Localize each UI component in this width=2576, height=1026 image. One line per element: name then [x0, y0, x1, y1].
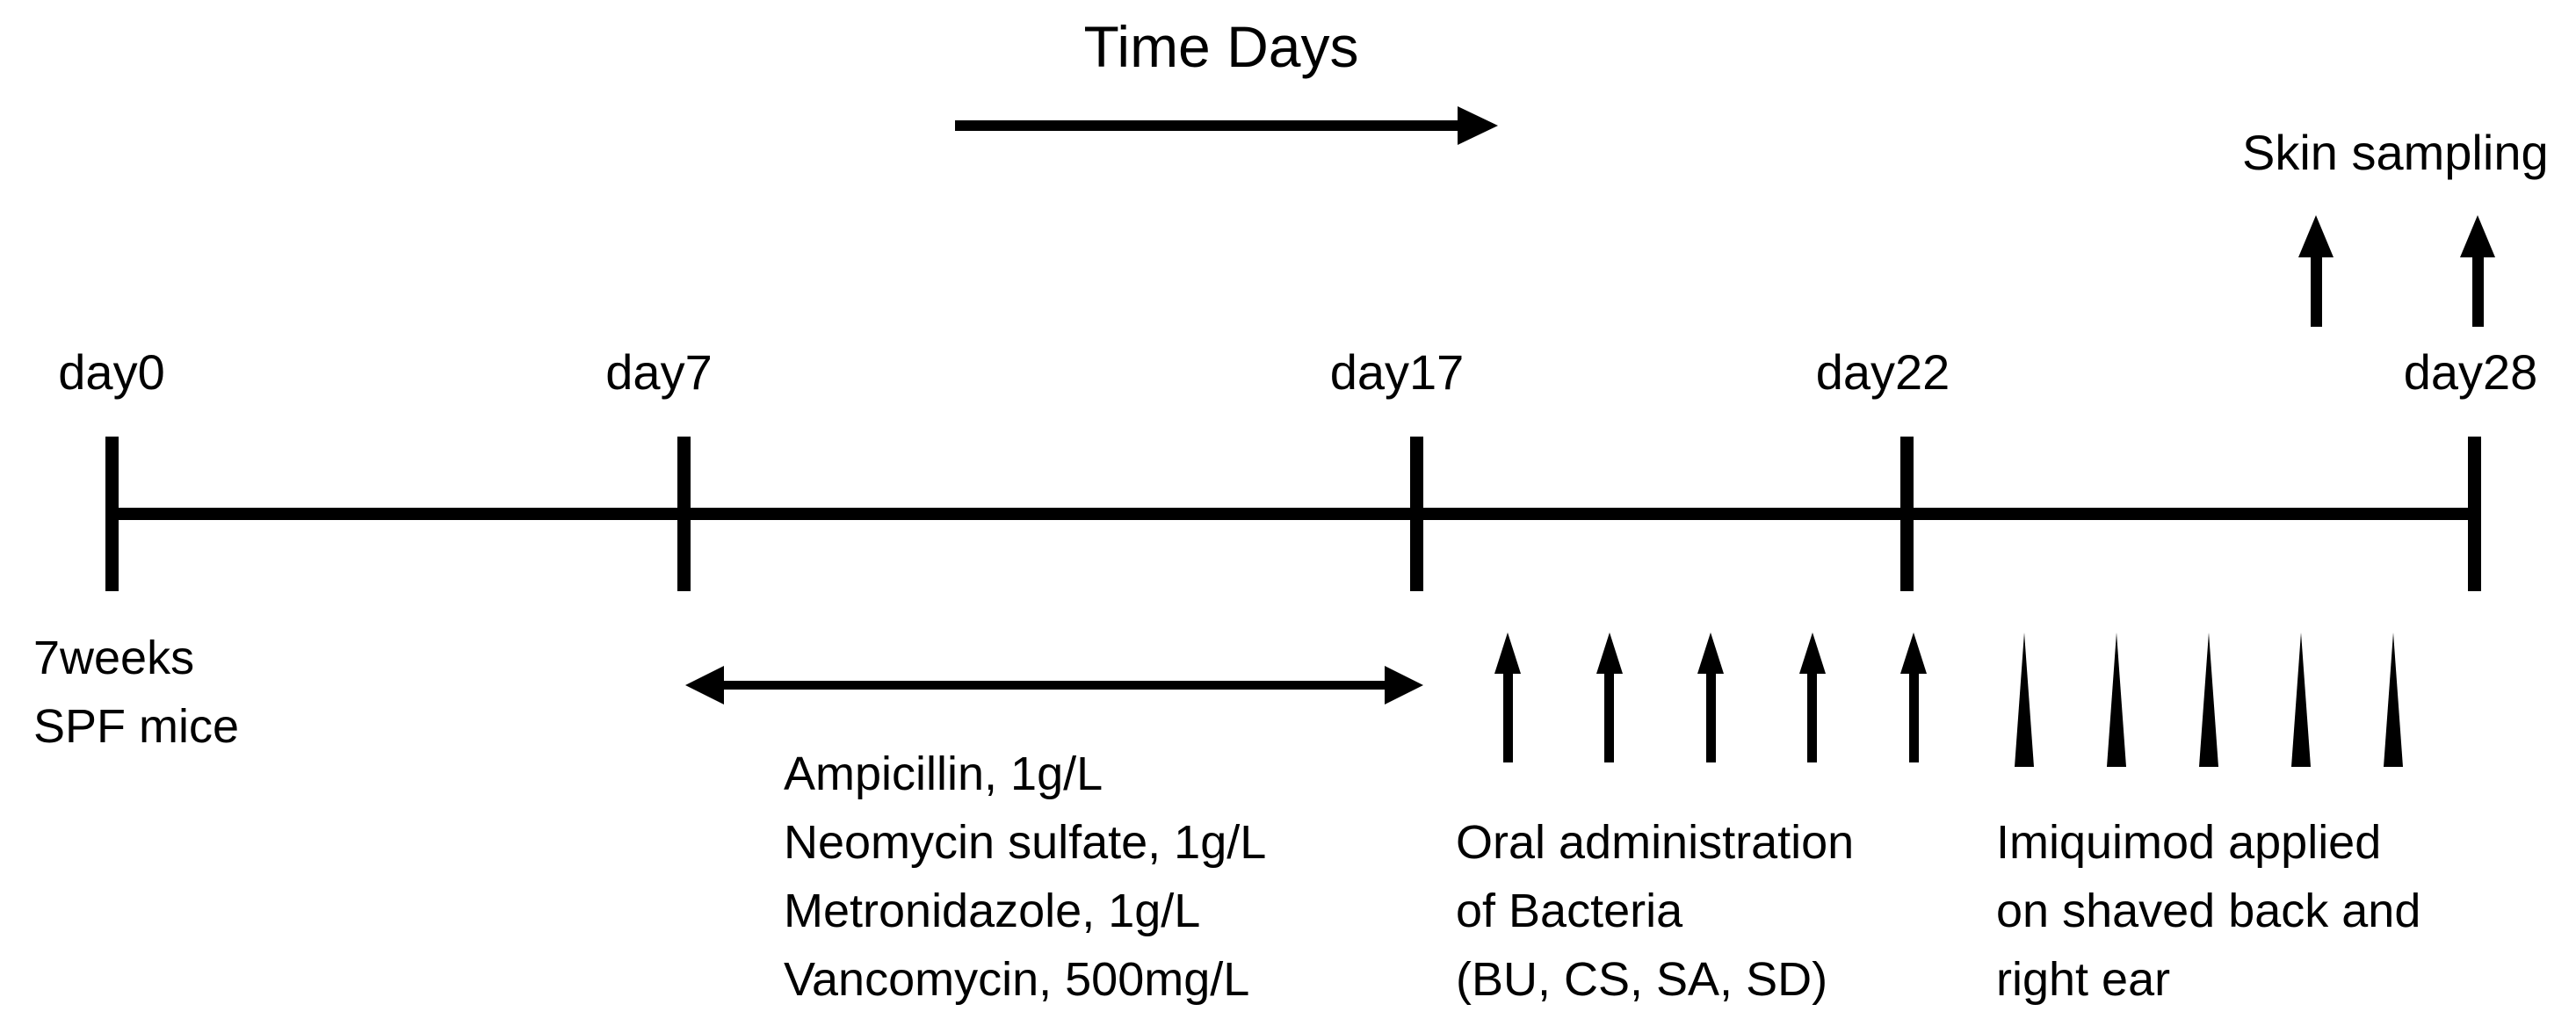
skin-sampling-arrow-head — [2460, 215, 2495, 257]
tick-label-day17: day17 — [1329, 344, 1465, 400]
figure-title: Time Days — [1083, 14, 1359, 79]
imiquimod-annotation: Imiquimod applied on shaved back and right… — [1996, 808, 2420, 1014]
oral-annotation-line-1: Oral administration — [1456, 816, 1855, 869]
tick-label-day22: day22 — [1815, 344, 1950, 400]
oral-annotation-line-2: of Bacteria — [1456, 885, 1683, 937]
timeline-tick-day17 — [1409, 437, 1423, 591]
skin-sampling-arrow-head — [2298, 215, 2334, 257]
imiquimod-spike — [2015, 632, 2034, 767]
oral-administration-arrow — [1697, 632, 1724, 762]
timeline-tick-day28 — [2467, 437, 2481, 591]
time-direction-arrow — [955, 106, 1498, 145]
oral-administration-arrow-head — [1596, 632, 1623, 674]
imiquimod-annotation-line-2: on shaved back and — [1996, 885, 2421, 937]
skin-sampling-arrow-shaft — [2310, 257, 2322, 327]
oral-administration-arrow-head — [1697, 632, 1724, 674]
oral-administration-arrow-head — [1494, 632, 1521, 674]
antibiotic-period-arrow — [685, 666, 1423, 704]
oral-annotation: Oral administration of Bacteria (BU, CS, S… — [1456, 808, 1854, 1014]
imiquimod-spike — [2384, 632, 2403, 767]
antibiotics-annotation: Ampicillin, 1g/L Neomycin sulfate, 1g/L Me… — [784, 740, 1266, 1014]
skin-sampling-label: Skin sampling — [2242, 125, 2549, 180]
tick-label-day7: day7 — [605, 344, 713, 400]
timeline-tick-day22 — [1899, 437, 1914, 591]
antibiotic-period-arrow-shaft — [717, 681, 1392, 690]
imiquimod-spike — [2291, 632, 2311, 767]
timeline-tick-day0 — [105, 437, 119, 591]
skin-sampling-arrow — [2298, 215, 2334, 327]
oral-administration-arrow-head — [1798, 632, 1826, 674]
tick-label-day0: day0 — [58, 344, 165, 400]
oral-administration-arrow — [1900, 632, 1927, 762]
start-annotation-line-2: SPF mice — [33, 700, 240, 753]
imiquimod-spike — [2107, 632, 2126, 767]
oral-administration-arrow — [1798, 632, 1826, 762]
start-annotation-line-1: 7weeks — [33, 632, 195, 684]
antibiotics-annotation-line-4: Vancomycin, 500mg/L — [784, 953, 1250, 1006]
tick-label-day28: day28 — [2403, 344, 2538, 400]
oral-administration-arrow-shaft — [1705, 674, 1716, 762]
oral-administration-arrow-shaft — [1502, 674, 1513, 762]
arrow-right-icon — [1385, 666, 1423, 704]
arrow-right-icon — [1458, 106, 1498, 145]
skin-sampling-arrow-shaft — [2471, 257, 2484, 327]
oral-administration-arrow-shaft — [1908, 674, 1919, 762]
oral-administration-arrow — [1596, 632, 1623, 762]
antibiotics-annotation-line-2: Neomycin sulfate, 1g/L — [784, 816, 1267, 869]
imiquimod-annotation-line-1: Imiquimod applied — [1996, 816, 2382, 869]
antibiotics-annotation-line-3: Metronidazole, 1g/L — [784, 885, 1201, 937]
imiquimod-annotation-line-3: right ear — [1996, 953, 2171, 1006]
time-direction-arrow-shaft — [955, 120, 1463, 131]
skin-sampling-arrow — [2460, 215, 2495, 327]
timeline-tick-day7 — [677, 437, 691, 591]
oral-administration-arrow-head — [1900, 632, 1927, 674]
oral-annotation-line-3: (BU, CS, SA, SD) — [1456, 953, 1828, 1006]
timeline-axis — [112, 508, 2480, 520]
imiquimod-spike — [2199, 632, 2218, 767]
oral-administration-arrow — [1494, 632, 1521, 762]
oral-administration-arrow-shaft — [1604, 674, 1614, 762]
oral-administration-arrow-shaft — [1807, 674, 1817, 762]
antibiotics-annotation-line-1: Ampicillin, 1g/L — [784, 748, 1103, 800]
